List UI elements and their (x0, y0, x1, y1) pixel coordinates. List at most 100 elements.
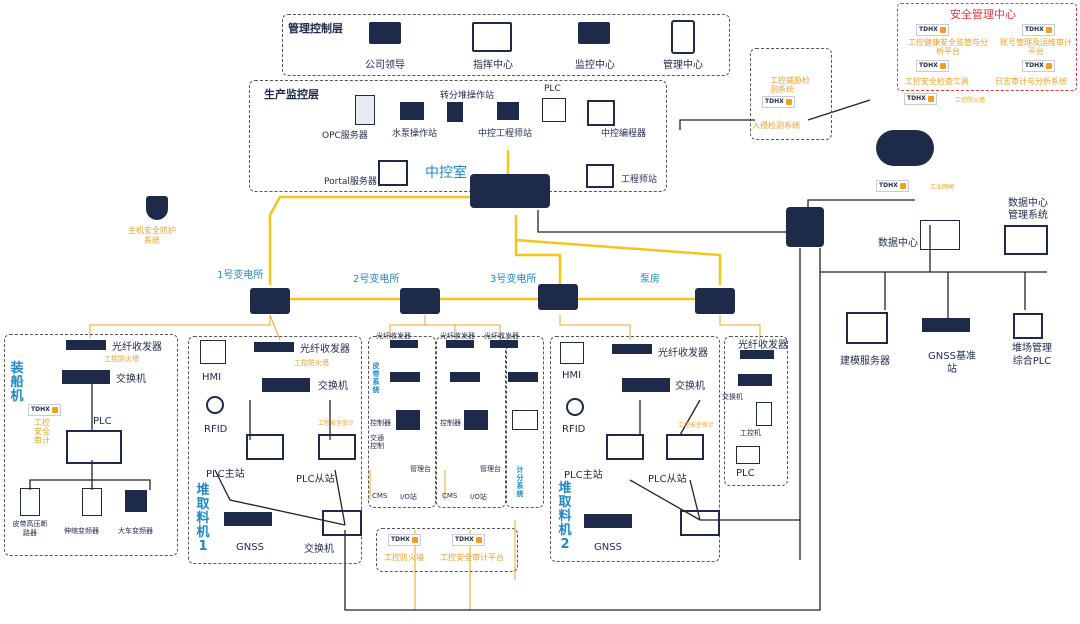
production-layer-box (249, 80, 667, 192)
sec-badge-1: TDHX (916, 24, 949, 36)
substation-3-switch-icon (538, 284, 578, 310)
pump-fiber-label: 光纤收发器 (738, 340, 788, 351)
mid-mgmt-2: 管理台 (480, 465, 501, 473)
bottom-badge-2: TDHX (452, 534, 485, 546)
eng-station-icon (586, 164, 614, 188)
bottom-audit-label: 工控安全审计平台 (440, 553, 504, 562)
pump-fiber-icon (740, 350, 774, 359)
tablet-icon (671, 20, 695, 54)
stacker2-audit-label: 工控安全审计 (678, 422, 715, 429)
ids-box (750, 48, 832, 140)
substation-2-label: 2号变电所 (353, 274, 400, 285)
loader-box (4, 334, 178, 556)
programmer-label: 中控编程器 (601, 129, 647, 139)
stacker2-gnss-icon (584, 514, 632, 528)
brand-label: TDHX (919, 26, 938, 33)
modeling-server-icon (846, 312, 888, 344)
stacker2-plc-slave-icon (666, 434, 704, 460)
mgmt-item-command: 指挥中心 (473, 60, 513, 71)
inverter-icon (82, 488, 102, 516)
datacenter-label: 数据中心 (878, 238, 918, 249)
loader-fiber-icon (66, 340, 106, 350)
mgmt-item-leader: 公司领导 (365, 60, 405, 71)
pump-area-box (724, 336, 788, 486)
sec-item-3: 工控安全检查工具 (905, 77, 969, 86)
stacker1-fw-label: 工控防火墙 (294, 359, 329, 367)
stacker1-fiber-label: 光纤收发器 (300, 344, 350, 355)
stacker1-fiber-icon (254, 342, 294, 352)
stacker1-box (188, 336, 362, 564)
pump-eng-label: 工控机 (740, 429, 761, 437)
loader-badge: TDHX (28, 404, 61, 416)
stacker2-rfid-icon (566, 398, 584, 416)
stacker2-switch-label: 交换机 (675, 381, 705, 392)
pump-switch-icon (738, 374, 772, 386)
stacker2-hmi-icon (560, 342, 584, 364)
mid-fiber-2: 光纤收发器 (440, 332, 475, 340)
bottom-badge-1: TDHX (388, 534, 421, 546)
cloud-gate-badge: TDHX (876, 180, 909, 192)
mid-plc-icon (512, 410, 538, 430)
portal-server-icon (378, 160, 408, 186)
stacker1-bottom-switch-icon (322, 510, 362, 536)
center-eng-icon (497, 102, 519, 120)
mid-fiber-1: 光纤收发器 (376, 332, 411, 340)
shield-icon (146, 196, 168, 220)
stacker1-plc-slave-icon (318, 434, 356, 460)
prod-plc-icon (542, 98, 566, 122)
stacker2-rfid-label: RFID (562, 424, 586, 435)
loader-fiber-label: 光纤收发器 (112, 342, 162, 353)
datacenter-monitor-icon (1004, 225, 1048, 255)
mid-vert-1: 皮带系统 (372, 362, 380, 394)
ids-top-label: 工控威胁检测系统 (770, 76, 810, 94)
gate-top-label: 工控防火墙 (955, 97, 986, 104)
mid-io-1: I/O站 (400, 493, 417, 501)
stacker2-fiber-label: 光纤收发器 (658, 348, 708, 359)
mid-comm-label: 交通控制 (370, 434, 384, 450)
laptop-icon (578, 22, 610, 44)
stacker2-switch-icon (622, 378, 670, 392)
mid-ctrl-1: 控制器 (370, 419, 391, 427)
stacker1-title: 堆取料机1 (196, 483, 210, 554)
pump-room-label: 泵房 (640, 274, 660, 285)
chip-icon (125, 490, 147, 512)
pump-station-label: 水泵操作站 (392, 129, 438, 139)
security-center-box (897, 3, 1077, 91)
loader-plc-icon (66, 430, 122, 464)
stacker1-gnss-label: GNSS (236, 542, 264, 553)
loader-switch-icon (62, 370, 110, 384)
pump-station-icon (400, 102, 424, 120)
brand-label: TDHX (1025, 62, 1044, 69)
mid-col-2-box (436, 336, 506, 508)
brand-label: TDHX (31, 406, 50, 413)
stacker1-rfid-icon (206, 396, 224, 414)
loader-device-1: 皮带高压断路器 (12, 520, 48, 537)
opc-label: OPC服务器 (322, 131, 368, 141)
management-layer-title: 管理控制层 (288, 22, 343, 35)
datacenter-mgmt-label: 数据中心管理系统 (1008, 198, 1048, 221)
stacker1-plc-slave-label: PLC从站 (296, 474, 335, 485)
mid-col-3-box (506, 336, 544, 508)
router-icon (786, 207, 824, 247)
mid-fiber-3-icon (490, 340, 518, 348)
mid-io-2: I/O站 (470, 493, 487, 501)
control-room-label: 中控室 (425, 165, 467, 181)
stacker1-switch-icon (262, 378, 310, 392)
loader-device-3: 大车变频器 (118, 527, 153, 535)
brand-label: TDHX (919, 62, 938, 69)
pump-plc-icon (736, 446, 760, 464)
sec-badge-3: TDHX (916, 60, 949, 72)
pump-plc-label: PLC (736, 468, 755, 479)
stacker2-plc-master-label: PLC主站 (564, 470, 603, 481)
loader-device-2: 伸缩变频器 (64, 527, 99, 535)
loader-title: 装船机 (10, 361, 24, 404)
mid-controller-1-icon (396, 410, 420, 430)
mid-fiber-3: 光纤收发器 (484, 332, 519, 340)
yard-plc-label: 堆场管理综合PLC (1012, 343, 1052, 367)
stacker1-gnss-icon (224, 512, 272, 526)
mid-col-1-box (368, 336, 436, 508)
ids-badge: TDHX (762, 96, 795, 108)
workstation-icon (472, 22, 512, 52)
stacker1-hmi-label: HMI (202, 372, 222, 383)
programmer-icon (587, 100, 615, 126)
